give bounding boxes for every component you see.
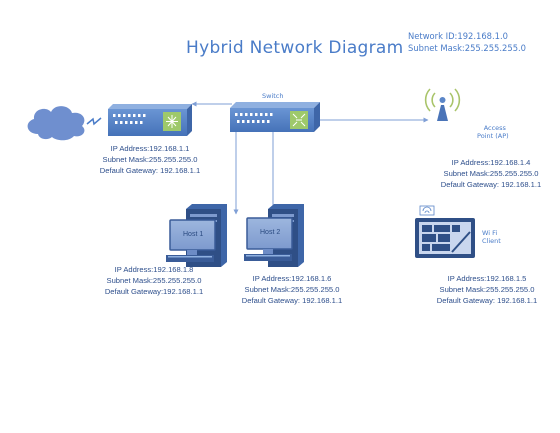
access-point-gateway: Default Gateway: 192.168.1.1 xyxy=(440,180,542,189)
network-info: Network ID:192.168.1.0 Subnet Mask:255.2… xyxy=(408,30,526,54)
host1-computer-icon xyxy=(166,204,227,267)
router-icon xyxy=(108,104,192,136)
host1-ip: IP Address:192.168.1.8 xyxy=(114,265,194,274)
lightning-bolt-icon xyxy=(86,117,102,126)
host2-ip: IP Address:192.168.1.6 xyxy=(252,274,332,283)
router-ip: IP Address:192.168.1.1 xyxy=(110,144,190,153)
router-info: IP Address:192.168.1.1 Subnet Mask:255.2… xyxy=(84,143,216,176)
diagram-title: Hybrid Network Diagram xyxy=(186,38,404,58)
host1-mask: Subnet Mask:255.255.255.0 xyxy=(106,276,202,285)
wifi-client-tablet-icon xyxy=(415,205,475,258)
router-mask: Subnet Mask:255.255.255.0 xyxy=(102,155,198,164)
host1-screen-label: Host 1 xyxy=(183,231,204,238)
router-gateway: Default Gateway: 192.168.1.1 xyxy=(99,166,201,175)
switch-label: Switch xyxy=(262,92,284,100)
wifi-client-ip: IP Address:192.168.1.5 xyxy=(447,274,527,283)
host1-info: IP Address:192.168.1.8 Subnet Mask:255.2… xyxy=(90,264,218,297)
host2-screen-label: Host 2 xyxy=(260,229,281,236)
wifi-client-mask: Subnet Mask:255.255.255.0 xyxy=(439,285,535,294)
access-point-info: IP Address:192.168.1.4 Subnet Mask:255.2… xyxy=(426,157,556,190)
access-point-label: Access Point (AP) xyxy=(477,124,509,140)
access-point-ip: IP Address:192.168.1.4 xyxy=(451,158,531,167)
host1-gateway: Default Gateway:192.168.1.1 xyxy=(104,287,204,296)
access-point-mask: Subnet Mask:255.255.255.0 xyxy=(443,169,539,178)
access-point-icon xyxy=(424,88,461,121)
network-id: Network ID:192.168.1.0 xyxy=(408,31,508,41)
network-subnet-mask: Subnet Mask:255.255.255.0 xyxy=(408,43,527,53)
internet-cloud-icon xyxy=(27,106,85,141)
host2-gateway: Default Gateway: 192.168.1.1 xyxy=(241,296,343,305)
connections xyxy=(191,101,429,215)
host2-mask: Subnet Mask:255.255.255.0 xyxy=(244,285,340,294)
wifi-client-label: Wi Fi Client xyxy=(482,229,501,245)
wifi-client-gateway: Default Gateway: 192.168.1.1 xyxy=(436,296,538,305)
host2-info: IP Address:192.168.1.6 Subnet Mask:255.2… xyxy=(228,273,356,306)
wifi-client-info: IP Address:192.168.1.5 Subnet Mask:255.2… xyxy=(422,273,552,306)
host2-computer-icon xyxy=(244,204,304,267)
switch-icon xyxy=(230,102,320,132)
